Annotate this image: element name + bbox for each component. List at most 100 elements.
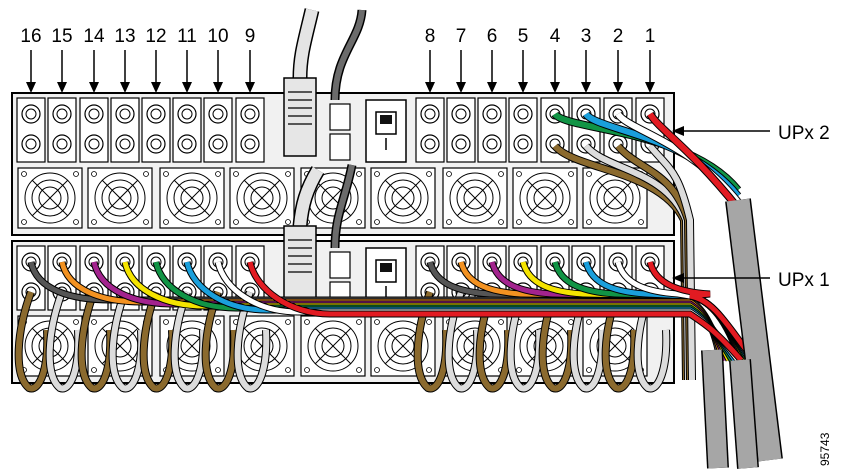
fan-grille-ring xyxy=(526,179,564,217)
port-number-label: 5 xyxy=(518,26,529,47)
fan-screw xyxy=(73,171,79,177)
fan-grille-bar xyxy=(243,327,281,365)
fan-screw xyxy=(143,219,149,225)
coax-jack-center xyxy=(424,138,436,150)
fan-screw xyxy=(498,219,504,225)
fan-grille-bar xyxy=(526,179,564,217)
port-number-label: 11 xyxy=(177,26,197,47)
coax-jack-center xyxy=(25,138,37,150)
return-loop-fill xyxy=(78,290,114,392)
fan-screw xyxy=(426,219,432,225)
port-number-label: 6 xyxy=(487,26,498,47)
return-loop-fill xyxy=(647,144,695,381)
fan-screw xyxy=(215,171,221,177)
upx1-cable-fill xyxy=(647,261,756,362)
fan-grille-ring xyxy=(314,327,352,365)
fan-grille-ring xyxy=(94,172,146,224)
return-loop-fill xyxy=(171,290,207,392)
port-number-label: 14 xyxy=(83,26,105,47)
coax-jack-center xyxy=(455,138,467,150)
return-loop-fill xyxy=(202,290,238,392)
port-number-label: 7 xyxy=(456,26,467,47)
fan-grille-ring xyxy=(38,186,62,210)
return-loop-fill xyxy=(46,290,82,392)
fan-grille-bar xyxy=(384,327,422,365)
fan-grille-ring xyxy=(166,320,218,372)
fan-grille-bar xyxy=(173,179,211,217)
fan-screw xyxy=(374,319,380,325)
fan-screw xyxy=(426,171,432,177)
port-arrowhead xyxy=(487,82,497,93)
upper-rj45-port xyxy=(329,103,351,131)
port-arrowhead xyxy=(89,82,99,93)
fan-grille-bar xyxy=(243,179,281,217)
fan-screw xyxy=(498,319,504,325)
fan-grille-ring xyxy=(377,320,429,372)
upper-rj45-port xyxy=(329,133,351,161)
return-loop-fill xyxy=(109,290,145,392)
fan-screw xyxy=(638,219,644,225)
port-number-label: 16 xyxy=(20,26,41,47)
coax-jack-center xyxy=(181,138,193,150)
fan-grille-ring xyxy=(108,186,132,210)
fan-grille-ring xyxy=(24,172,76,224)
fan-screw xyxy=(73,319,79,325)
fan-screw xyxy=(586,171,592,177)
fan-grille-ring xyxy=(180,186,204,210)
coax-jack-center xyxy=(486,108,498,120)
port-arrowhead xyxy=(425,82,435,93)
upper-fan-row xyxy=(17,167,648,229)
return-loop-fill xyxy=(507,290,543,392)
trunk-jackets xyxy=(701,198,783,469)
port-arrowhead xyxy=(120,82,130,93)
fan-grille-bar xyxy=(596,179,634,217)
port-arrowhead xyxy=(456,82,466,93)
fan-screw xyxy=(285,319,291,325)
port-number-label: 9 xyxy=(245,26,256,47)
return-loop-fill xyxy=(15,290,51,392)
fan-grille-ring xyxy=(449,172,501,224)
fan-screw xyxy=(215,367,221,373)
fan-module xyxy=(370,167,436,229)
coax-jack-center xyxy=(88,138,100,150)
port-number-label: 10 xyxy=(207,26,228,47)
fan-screw xyxy=(73,219,79,225)
fan-screw xyxy=(91,319,97,325)
return-loop-fill xyxy=(539,290,575,392)
fan-screw xyxy=(426,319,432,325)
coax-jack-center xyxy=(455,108,467,120)
lower-switch-toggle xyxy=(380,263,392,272)
port-arrowhead xyxy=(518,82,528,93)
fan-grille-ring xyxy=(173,179,211,217)
coax-jack-center xyxy=(244,138,256,150)
fan-screw xyxy=(285,367,291,373)
port-arrowhead xyxy=(213,82,223,93)
fan-screw xyxy=(304,367,310,373)
return-loop-fill xyxy=(140,290,176,392)
callout-label-upx2: UPx 2 xyxy=(778,123,830,144)
upx2-cable-fill xyxy=(647,112,741,210)
port-arrowhead xyxy=(613,82,623,93)
upx1-cable-fill xyxy=(247,261,743,362)
coax-jack-center xyxy=(486,138,498,150)
fan-screw xyxy=(446,171,452,177)
fan-grille-ring xyxy=(243,179,281,217)
fan-grille-ring xyxy=(519,172,571,224)
port-number-label: 12 xyxy=(145,26,166,47)
port-number-label: 13 xyxy=(114,26,135,47)
fan-screw xyxy=(516,367,522,373)
fan-grille-ring xyxy=(533,186,557,210)
fan-screw xyxy=(304,319,310,325)
port-number-label: 15 xyxy=(51,26,72,47)
fan-screw xyxy=(356,219,362,225)
port-number-label: 2 xyxy=(613,26,624,47)
callout-arrowhead xyxy=(672,126,684,136)
fan-grille-ring xyxy=(166,172,218,224)
fan-grille-bar xyxy=(101,179,139,217)
fan-grille-ring xyxy=(463,186,487,210)
fan-screw xyxy=(143,171,149,177)
fan-screw xyxy=(91,219,97,225)
coax-jack-center xyxy=(424,108,436,120)
coax-jack-center xyxy=(25,108,37,120)
fan-grille-ring xyxy=(250,186,274,210)
